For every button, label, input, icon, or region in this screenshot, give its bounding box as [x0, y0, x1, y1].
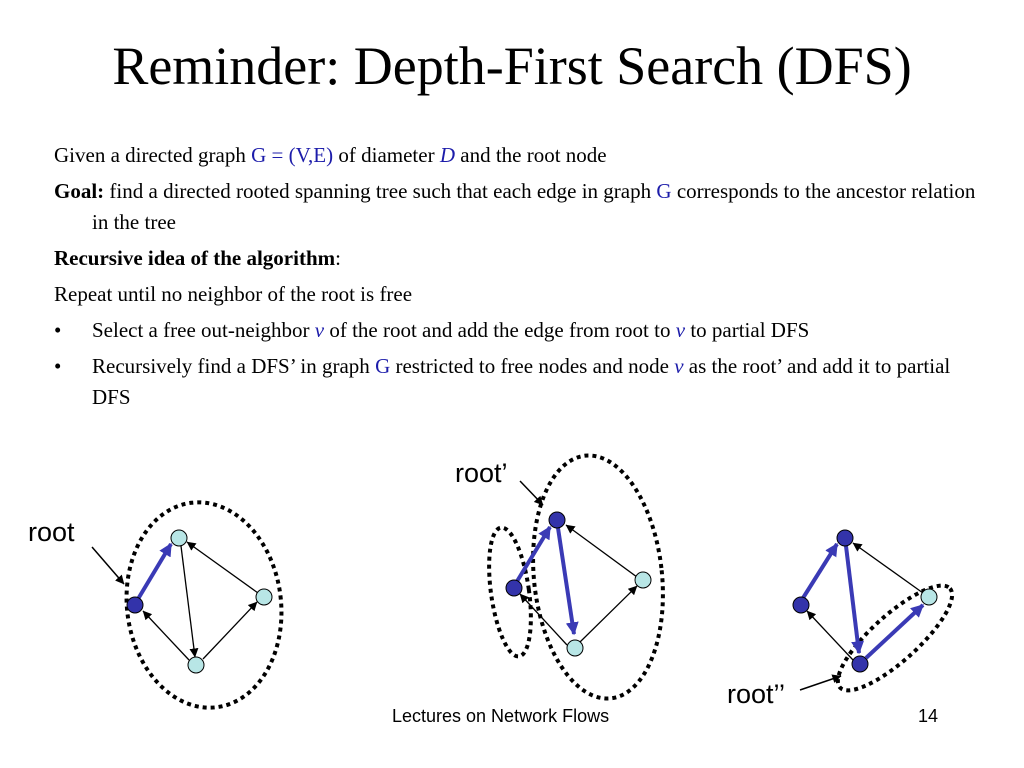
subgraph-boundary	[835, 583, 955, 693]
tree-edge	[136, 542, 173, 601]
graph-symbol: G	[656, 179, 672, 203]
graph-node	[634, 571, 652, 589]
slide-body: Given a directed graph G = (V,E) of diam…	[54, 140, 984, 413]
text: :	[335, 246, 341, 270]
node-symbol: v	[675, 318, 686, 342]
text: Select a free out-neighbor	[92, 318, 315, 342]
subgraph-boundary	[531, 453, 665, 701]
root-double-prime-node	[851, 655, 869, 673]
subgraph-boundary	[124, 500, 284, 710]
page-number: 14	[918, 706, 939, 726]
recursive-heading: Recursive idea of the algorithm:	[54, 243, 984, 274]
graph-node	[836, 529, 854, 547]
text: to partial DFS	[685, 318, 810, 342]
recursive-label: Recursive idea of the algorithm	[54, 246, 336, 270]
graph-node	[187, 656, 205, 674]
bullet-item: • Recursively find a DFS’ in graph G rest…	[54, 351, 984, 413]
goal-statement: Goal: find a directed rooted spanning tr…	[54, 176, 984, 238]
text: corresponds to the ancestor relation in …	[92, 179, 976, 234]
edge	[180, 545, 199, 658]
node-symbol: v	[674, 354, 684, 378]
graph-node	[792, 596, 810, 614]
tree-edge	[844, 545, 865, 655]
graph-node	[505, 579, 523, 597]
root-pointer	[91, 546, 125, 585]
root-prime-pointer	[519, 480, 544, 506]
graph-node	[566, 639, 584, 657]
subgraph-boundary	[487, 525, 533, 659]
graph-node	[255, 588, 273, 606]
text: of the root and add the edge from root t…	[324, 318, 676, 342]
root-node	[126, 596, 144, 614]
graph-node	[920, 588, 938, 606]
footer-course-title: Lectures on Network Flows	[392, 706, 610, 726]
text: restricted to free nodes and node	[390, 354, 675, 378]
graph-2: root’	[455, 453, 665, 701]
graph-notation: G = (V,E)	[251, 143, 334, 167]
goal-label: Goal:	[54, 179, 105, 203]
graph-node	[170, 529, 188, 547]
graph-3: root’’	[727, 529, 955, 709]
text: Given a directed graph	[54, 143, 252, 167]
edge	[806, 610, 854, 661]
root-label: root	[28, 517, 75, 547]
edge	[186, 541, 259, 594]
edge	[565, 524, 638, 578]
edge	[519, 593, 568, 646]
repeat-line: Repeat until no neighbor of the root is …	[54, 282, 413, 306]
tree-edge	[864, 603, 925, 660]
tree-edge	[514, 525, 552, 585]
root-prime-node	[548, 511, 566, 529]
text: of diameter	[333, 143, 440, 167]
text: as the root’ and add it to partial DFS	[92, 354, 951, 409]
graph-symbol: G	[375, 354, 391, 378]
node-symbol: v	[314, 318, 325, 342]
bullet-item: • Select a free out-neighbor v of the roo…	[54, 315, 984, 346]
bullet-marker: •	[54, 354, 62, 378]
edge	[202, 601, 258, 660]
text: Recursively find a DFS’ in graph	[92, 354, 376, 378]
bullet-marker: •	[54, 318, 62, 342]
problem-statement: Given a directed graph G = (V,E) of diam…	[54, 140, 984, 171]
diameter-symbol: D	[439, 143, 455, 167]
edge	[852, 542, 924, 594]
root-double-prime-pointer	[799, 674, 842, 691]
tree-edge	[801, 542, 839, 600]
slide-title: Reminder: Depth-First Search (DFS)	[112, 36, 912, 96]
edge	[579, 585, 638, 643]
text: find a directed rooted spanning tree suc…	[104, 179, 657, 203]
root-prime-label: root’	[455, 458, 508, 488]
tree-edge	[556, 527, 579, 636]
text: and the root node	[455, 143, 607, 167]
edge	[142, 610, 190, 661]
graph-1: root	[28, 500, 284, 710]
root-double-prime-label: root’’	[727, 679, 785, 709]
